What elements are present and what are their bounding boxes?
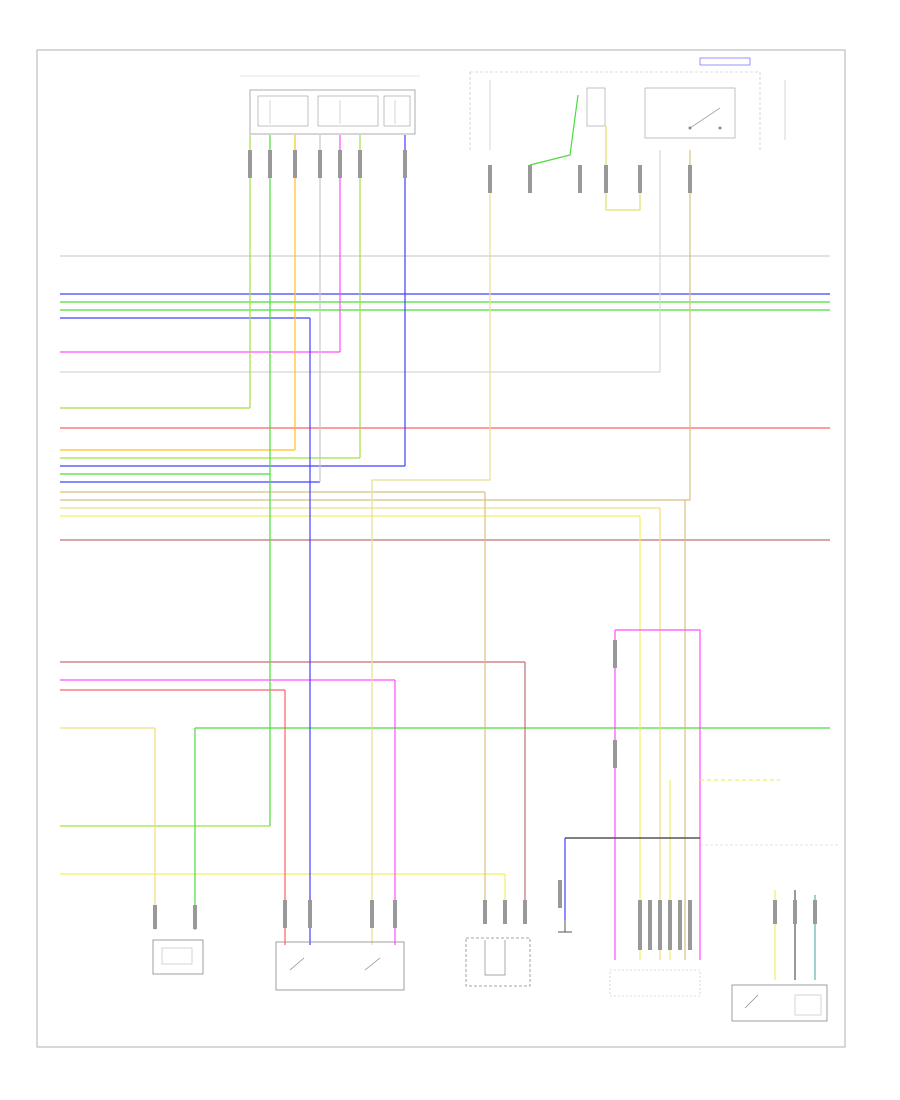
bus-wires [60, 255, 830, 875]
diagram-frame [36, 49, 846, 1048]
top-fuse-panel [469, 57, 786, 150]
ground-symbol [558, 920, 572, 933]
bottom-left-sensor [152, 939, 204, 975]
connector-stubs [153, 150, 817, 950]
bottom-connector-block [609, 969, 701, 997]
right-dashed-panel [700, 779, 840, 846]
bottom-center-sensor [465, 937, 531, 987]
bottom-switch-assembly [275, 941, 405, 991]
bottom-right-module [731, 984, 828, 1022]
top-left-switch-assembly [240, 75, 420, 135]
vertical-wires [154, 94, 816, 980]
